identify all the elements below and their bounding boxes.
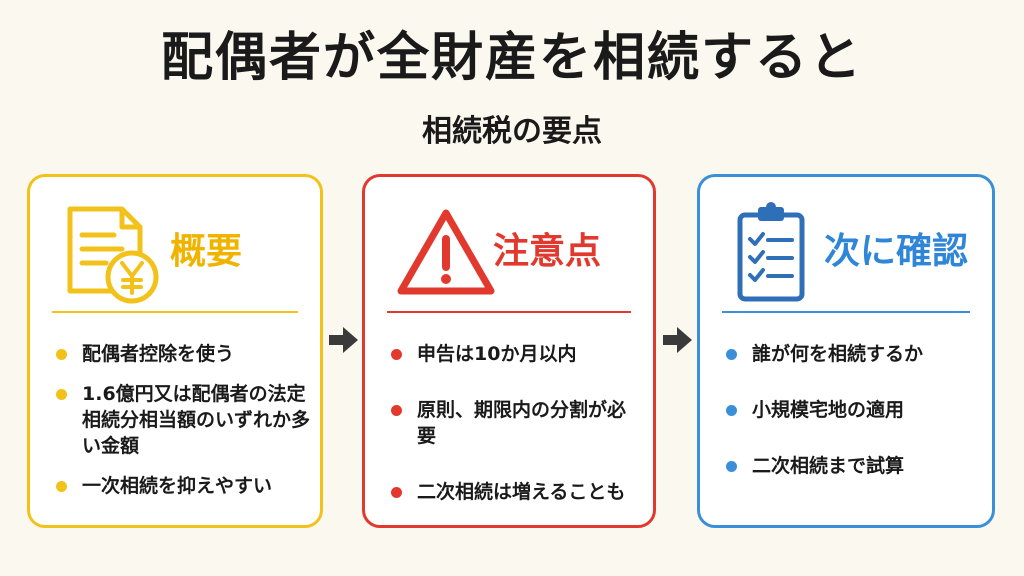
- list-item: 申告は10か月以内: [387, 341, 643, 367]
- item-list: 申告は10か月以内 原則、期限内の分割が必要 二次相続は増えることも: [387, 341, 643, 535]
- bullet-dot: [56, 481, 67, 492]
- list-item: 1.6億円又は配偶者の法定相続分相当額のいずれか多い金額: [52, 381, 310, 459]
- list-item: 二次相続まで試算: [722, 453, 982, 479]
- list-item: 二次相続は増えることも: [387, 479, 643, 505]
- divider: [722, 311, 970, 313]
- list-item: 誰が何を相続するか: [722, 341, 982, 367]
- bullet-dot: [726, 461, 737, 472]
- item-list: 誰が何を相続するか 小規模宅地の適用 二次相続まで試算: [722, 341, 982, 509]
- document-yen-icon: [67, 206, 159, 304]
- list-item: 一次相続を抑えやすい: [52, 473, 310, 499]
- bullet-dot: [391, 405, 402, 416]
- clipboard-checklist-icon: [737, 202, 805, 302]
- card-heading: 次に確認: [824, 231, 969, 272]
- bullet-dot: [726, 405, 737, 416]
- list-item: 原則、期限内の分割が必要: [387, 397, 643, 449]
- page-title: 配偶者が全財産を相続すると: [160, 28, 863, 88]
- card-overview: 概要 配偶者控除を使う 1.6億円又は配偶者の法定相続分相当額のいずれか多い金額…: [27, 174, 323, 528]
- card-heading: 注意点: [493, 231, 602, 272]
- card-next-check: 次に確認 誰が何を相続するか 小規模宅地の適用 二次相続まで試算: [697, 174, 995, 528]
- card-heading: 概要: [170, 231, 243, 272]
- divider: [387, 311, 631, 313]
- page-subtitle: 相続税の要点: [422, 114, 602, 149]
- bullet-dot: [56, 349, 67, 360]
- right-arrow-icon: [663, 327, 692, 353]
- bullet-dot: [56, 389, 67, 400]
- bullet-dot: [391, 487, 402, 498]
- item-list: 配偶者控除を使う 1.6億円又は配偶者の法定相続分相当額のいずれか多い金額 一次…: [52, 341, 310, 513]
- bullet-dot: [726, 349, 737, 360]
- list-item: 配偶者控除を使う: [52, 341, 310, 367]
- bullet-dot: [391, 349, 402, 360]
- list-item: 小規模宅地の適用: [722, 397, 982, 423]
- card-cautions: 注意点 申告は10か月以内 原則、期限内の分割が必要 二次相続は増えることも: [362, 174, 656, 528]
- divider: [52, 311, 298, 313]
- warning-icon: [397, 209, 495, 295]
- right-arrow-icon: [329, 327, 358, 353]
